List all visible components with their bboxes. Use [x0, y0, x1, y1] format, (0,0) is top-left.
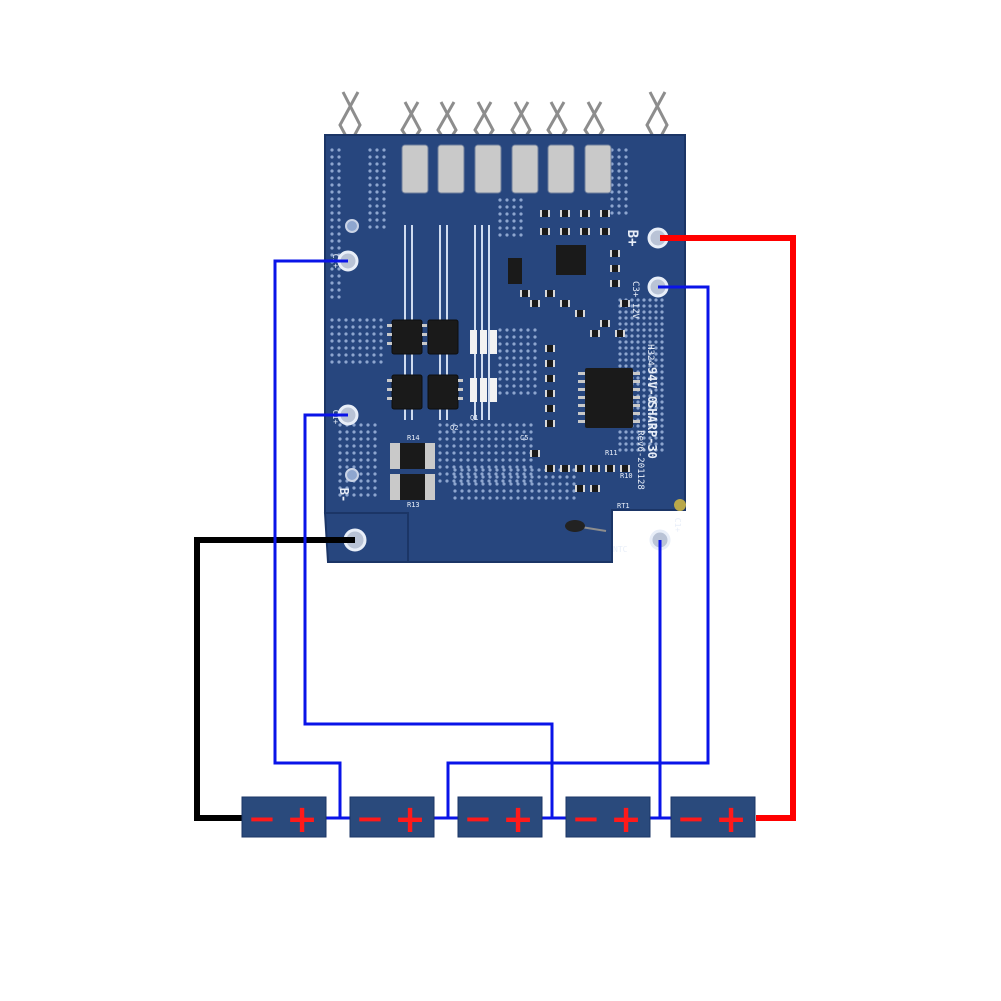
- label-c1-right: C1+: [673, 518, 682, 533]
- cell-body: [349, 796, 435, 838]
- pcb-board: B+ C3+ 12V SHARP-30 Rev6-201128 94V-0 H3…: [323, 134, 686, 563]
- cell-plus-sign: +: [502, 797, 534, 841]
- via-field: [330, 148, 664, 500]
- battery-cell: −+: [565, 796, 651, 841]
- led-indicator: [674, 499, 686, 511]
- mosfet-leads: [387, 324, 463, 400]
- cell-plus-sign: +: [715, 797, 747, 841]
- label-c1: C1+: [331, 410, 340, 425]
- label-c3: C3+ 12V: [630, 281, 640, 320]
- tab-solder-pads: [401, 144, 612, 194]
- cell-body: [241, 796, 327, 838]
- battery-cell: −+: [241, 796, 327, 841]
- protection-ic: [578, 368, 640, 428]
- pcb-notch-lower-left: [323, 512, 409, 563]
- label-rt1: RT1: [617, 502, 630, 510]
- cell-minus-sign: −: [356, 799, 385, 839]
- label-c5: C5: [520, 434, 528, 442]
- wire-positive: [660, 235, 796, 821]
- cell-minus-sign: −: [464, 799, 493, 839]
- label-q1: Q1: [470, 414, 478, 422]
- mosfet-group: [391, 319, 459, 410]
- secondary-ic: [508, 245, 586, 284]
- label-b-minus: B-: [337, 488, 351, 502]
- cell-body: [565, 796, 651, 838]
- cell-plus-sign: +: [286, 797, 318, 841]
- label-q2: Q2: [450, 424, 458, 432]
- cell-minus-sign: −: [572, 799, 601, 839]
- shunt-resistors: [390, 443, 435, 500]
- wiring: [194, 235, 796, 821]
- battery-cell: −+: [457, 796, 543, 841]
- battery-cell: −+: [349, 796, 435, 841]
- cell-body: [670, 796, 756, 838]
- cell-plus-sign: +: [610, 797, 642, 841]
- wire-balance-c3: [446, 285, 710, 818]
- battery-cell: −+: [670, 796, 756, 841]
- label-r11: R11: [605, 449, 618, 457]
- smd-components: [520, 210, 630, 492]
- mounting-holes: [345, 219, 359, 482]
- cell-minus-sign: −: [677, 799, 706, 839]
- label-r14: R14: [407, 434, 420, 442]
- label-r13: R13: [407, 501, 420, 509]
- silkscreen: B+ C3+ 12V SHARP-30 Rev6-201128 94V-0 H3…: [331, 230, 682, 554]
- resistor-arrays: [470, 330, 497, 402]
- battery-cells: −+−+−+−+−+: [241, 796, 756, 841]
- ntc-thermistor: [565, 520, 607, 532]
- wire-balance-c2: [273, 259, 348, 818]
- cell-body: [457, 796, 543, 838]
- label-model: SHARP-30: [645, 401, 659, 459]
- label-ntc: NTC: [613, 545, 628, 554]
- label-r10: R10: [620, 472, 633, 480]
- cell-minus-sign: −: [248, 799, 277, 839]
- label-code: H324: [645, 344, 655, 366]
- cell-plus-sign: +: [394, 797, 426, 841]
- label-batch: 94V-0: [645, 367, 659, 403]
- label-b-plus: B+: [624, 230, 640, 247]
- label-revision: Rev6-201128: [635, 430, 645, 490]
- wire-balance-c1: [303, 413, 554, 818]
